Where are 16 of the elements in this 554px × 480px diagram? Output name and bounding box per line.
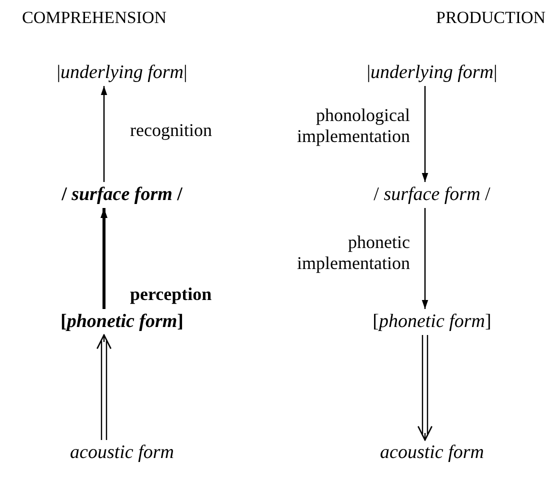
- arrow: [417, 334, 433, 441]
- node-text: acoustic form: [67, 441, 177, 465]
- node-text: acoustic form: [377, 441, 487, 465]
- node-text: / surface form /: [370, 183, 494, 207]
- node-text: |underlying form|: [364, 61, 500, 85]
- arrow: [422, 86, 428, 182]
- column-heading: PRODUCTION: [436, 8, 546, 28]
- column-heading: COMPREHENSION: [22, 8, 167, 28]
- arrow: [100, 86, 108, 182]
- arrow: [96, 334, 112, 441]
- node-text: [phonetic form]: [58, 310, 186, 334]
- node-text: [phonetic form]: [370, 310, 494, 334]
- node-text: |underlying form|: [54, 61, 190, 85]
- node-text: / surface form /: [58, 183, 186, 207]
- arrow: [100, 208, 108, 309]
- arrow: [422, 208, 428, 309]
